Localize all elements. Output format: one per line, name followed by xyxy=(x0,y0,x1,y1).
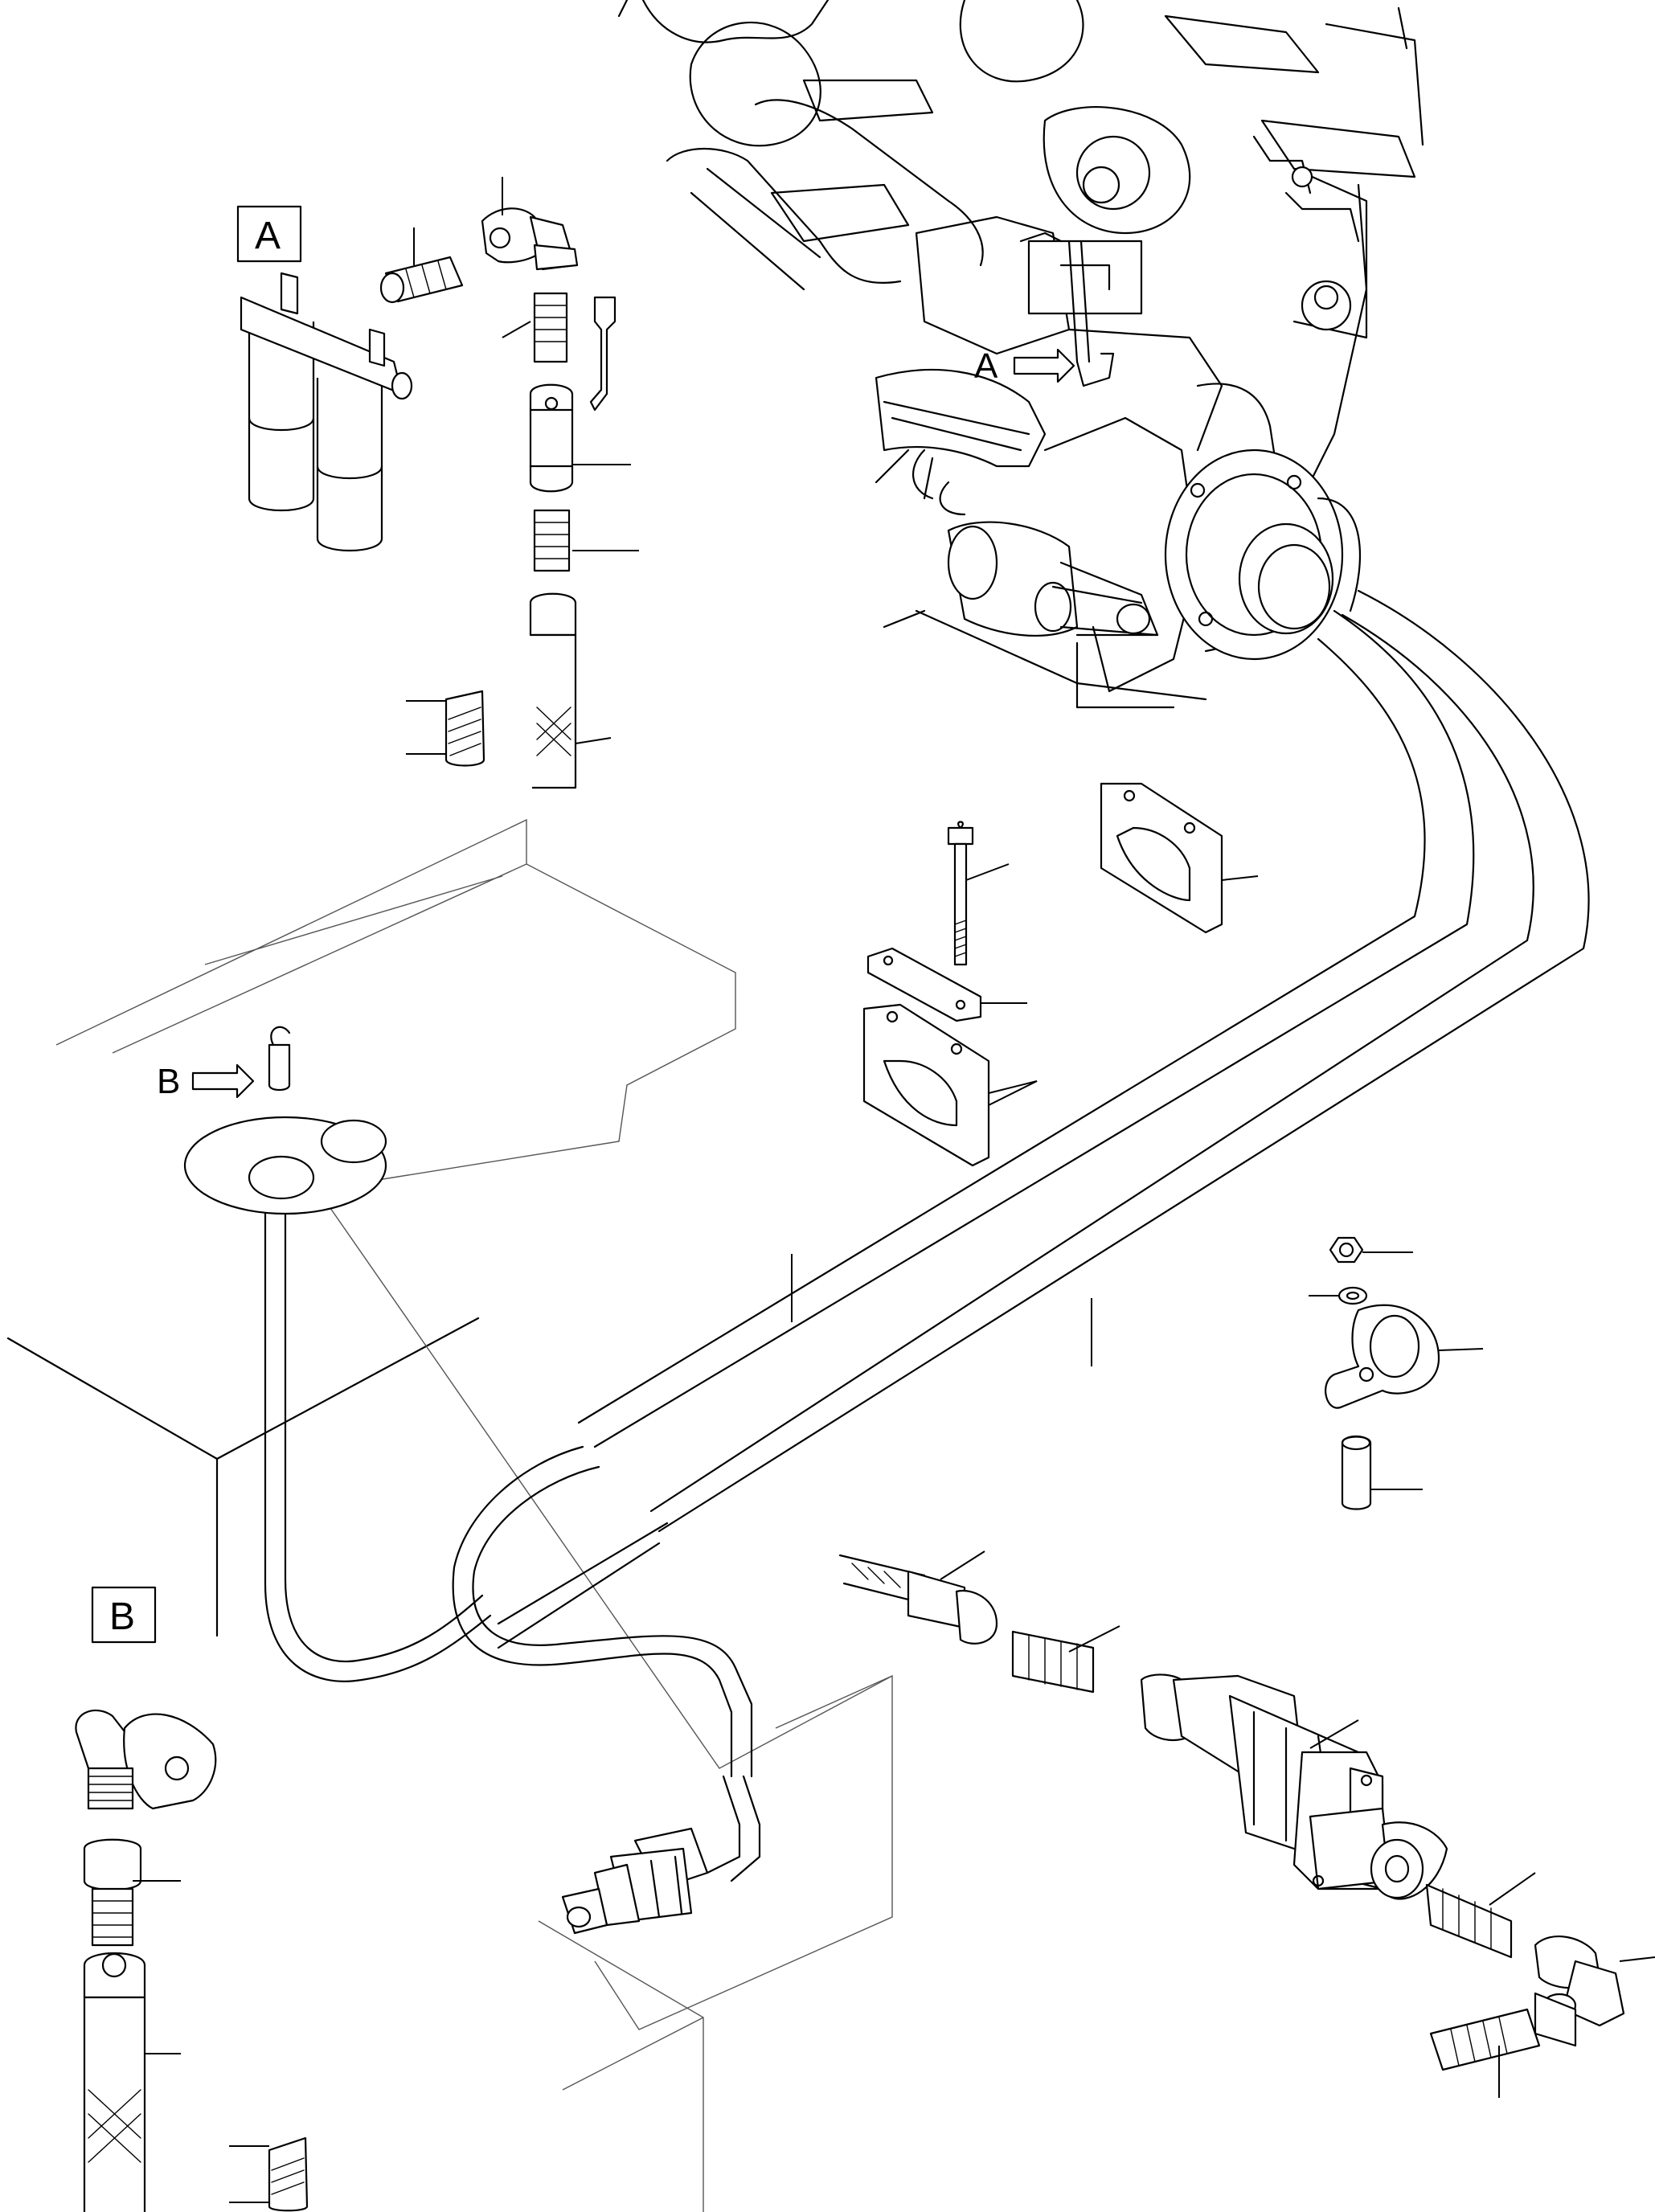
fuel-tank-outline xyxy=(6,818,893,2212)
solenoid-pump-assembly xyxy=(561,1775,761,1935)
leader-lines-a xyxy=(406,177,639,755)
callout-arrow-b: B xyxy=(157,1062,255,1101)
fuel-lines xyxy=(264,589,1590,1778)
detail-a: A xyxy=(236,177,639,789)
inline-filter-assembly xyxy=(838,1550,1655,2098)
callout-arrow-a: A xyxy=(974,346,1075,386)
callout-arrow-b-label: B xyxy=(157,1062,180,1101)
engine-assembly xyxy=(617,0,1424,709)
clamp-assembly xyxy=(862,782,1259,1167)
p-clip-assembly xyxy=(1309,1236,1484,1510)
detail-b: B xyxy=(75,1586,309,2212)
fitting-stack-a xyxy=(379,207,617,789)
detail-a-label: A xyxy=(255,215,281,257)
fuel-filter-assembly xyxy=(240,272,413,551)
detail-b-label: B xyxy=(109,1596,135,1638)
hose-cross-section-a xyxy=(444,690,485,767)
detail-b-box xyxy=(91,1586,157,1644)
tank-sender-unit xyxy=(183,1026,387,1215)
callout-arrow-a-label: A xyxy=(974,346,998,386)
detail-a-box xyxy=(236,205,302,263)
